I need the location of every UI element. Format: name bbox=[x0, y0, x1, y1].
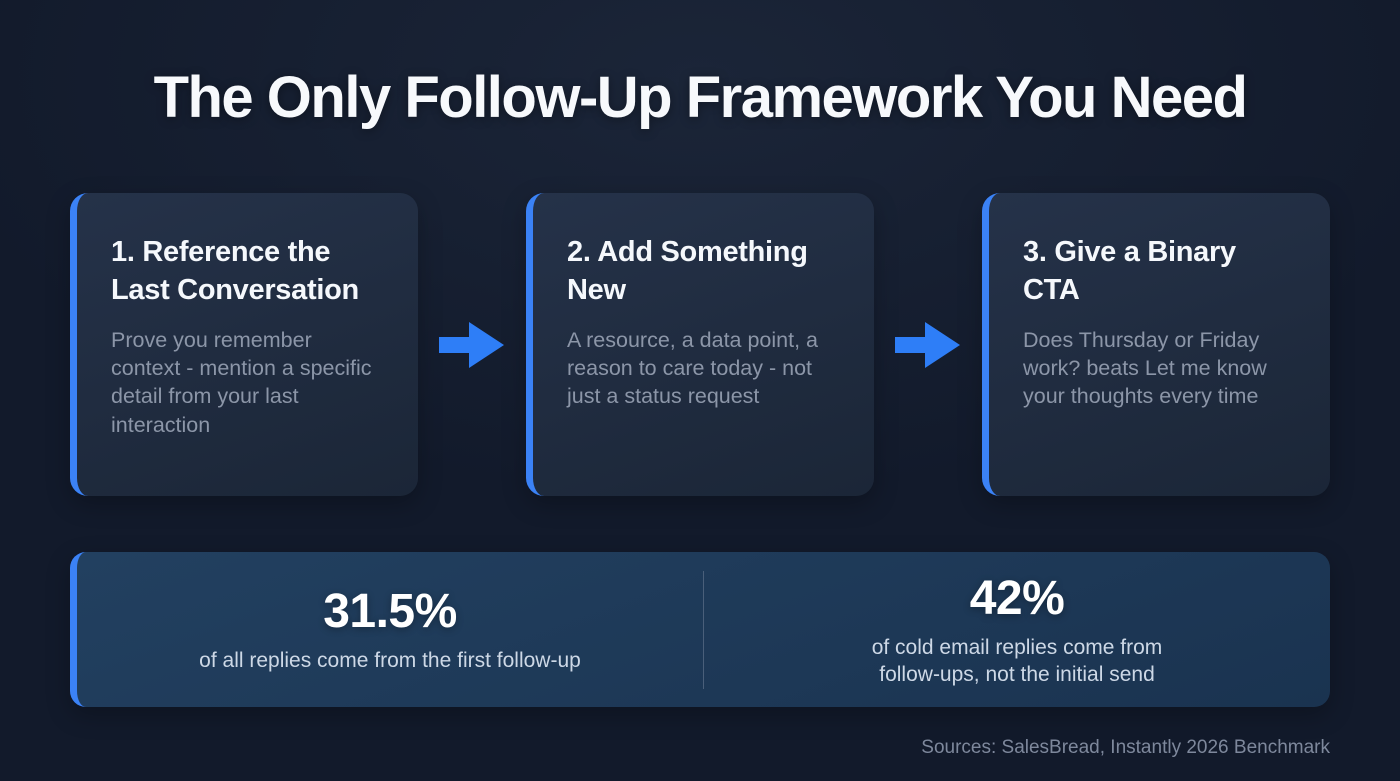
step-3-body: Does Thursday or Friday work? beats Let … bbox=[1023, 327, 1267, 409]
stat-label: of cold email replies come from follow-u… bbox=[871, 635, 1163, 686]
step-1-heading: 1. Reference the Last Conversation bbox=[111, 236, 359, 307]
stat-value: 42% bbox=[969, 571, 1065, 625]
stat-first-followup: 31.5% of all replies come from the first… bbox=[77, 584, 703, 674]
stat-label: of all replies come from the first follo… bbox=[199, 649, 581, 673]
step-card-2: 2. Add Something New A resource, a data … bbox=[526, 193, 874, 496]
framework-flow: 1. Reference the Last Conversation Prove… bbox=[70, 193, 1330, 496]
step-2-heading: 2. Add Something New bbox=[567, 236, 808, 307]
step-card-1: 1. Reference the Last Conversation Prove… bbox=[70, 193, 418, 496]
arrow-right-icon bbox=[418, 193, 526, 496]
stats-divider bbox=[703, 570, 704, 689]
source-note: Sources: SalesBread, Instantly 2026 Benc… bbox=[921, 737, 1330, 758]
arrow-right-icon bbox=[874, 193, 982, 496]
step-card-3: 3. Give a Binary CTA Does Thursday or Fr… bbox=[982, 193, 1330, 496]
step-2-body: A resource, a data point, a reason to ca… bbox=[567, 327, 818, 409]
step-3-heading: 3. Give a Binary CTA bbox=[1023, 236, 1236, 307]
stats-bar: 31.5% of all replies come from the first… bbox=[70, 552, 1330, 707]
step-1-body: Prove you remember context - mention a s… bbox=[111, 327, 372, 437]
page-title: The Only Follow-Up Framework You Need bbox=[153, 65, 1248, 130]
stat-cold-email-replies: 42% of cold email replies come from foll… bbox=[704, 571, 1330, 689]
stat-value: 31.5% bbox=[323, 585, 457, 639]
